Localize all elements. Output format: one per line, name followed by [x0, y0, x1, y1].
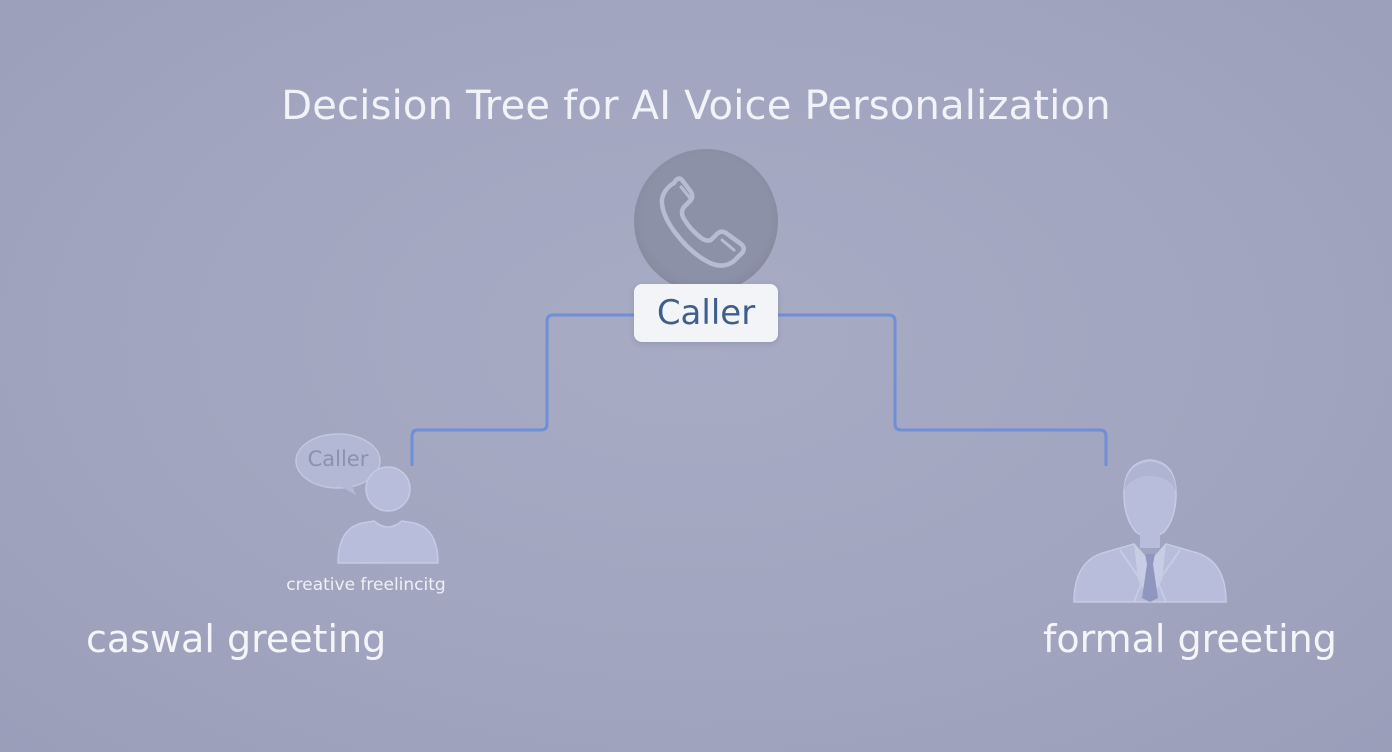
casual-person-icon — [295, 433, 439, 564]
casual-sub-label: creative freelincitg — [286, 575, 446, 595]
leaf-formal-greeting: formal greeting — [1043, 617, 1337, 661]
phone-icon — [659, 176, 746, 268]
speech-bubble-text: Caller — [307, 447, 369, 471]
businessman-icon — [1073, 459, 1227, 603]
root-node-caller: Caller — [634, 284, 778, 342]
phone-icon-circle — [634, 149, 778, 293]
connector-left — [410, 313, 634, 466]
diagram-title: Decision Tree for AI Voice Personalizati… — [281, 83, 1111, 129]
connector-right — [778, 313, 1108, 466]
leaf-casual-greeting: caswal greeting — [86, 617, 387, 661]
speech-bubble-icon — [295, 433, 381, 489]
